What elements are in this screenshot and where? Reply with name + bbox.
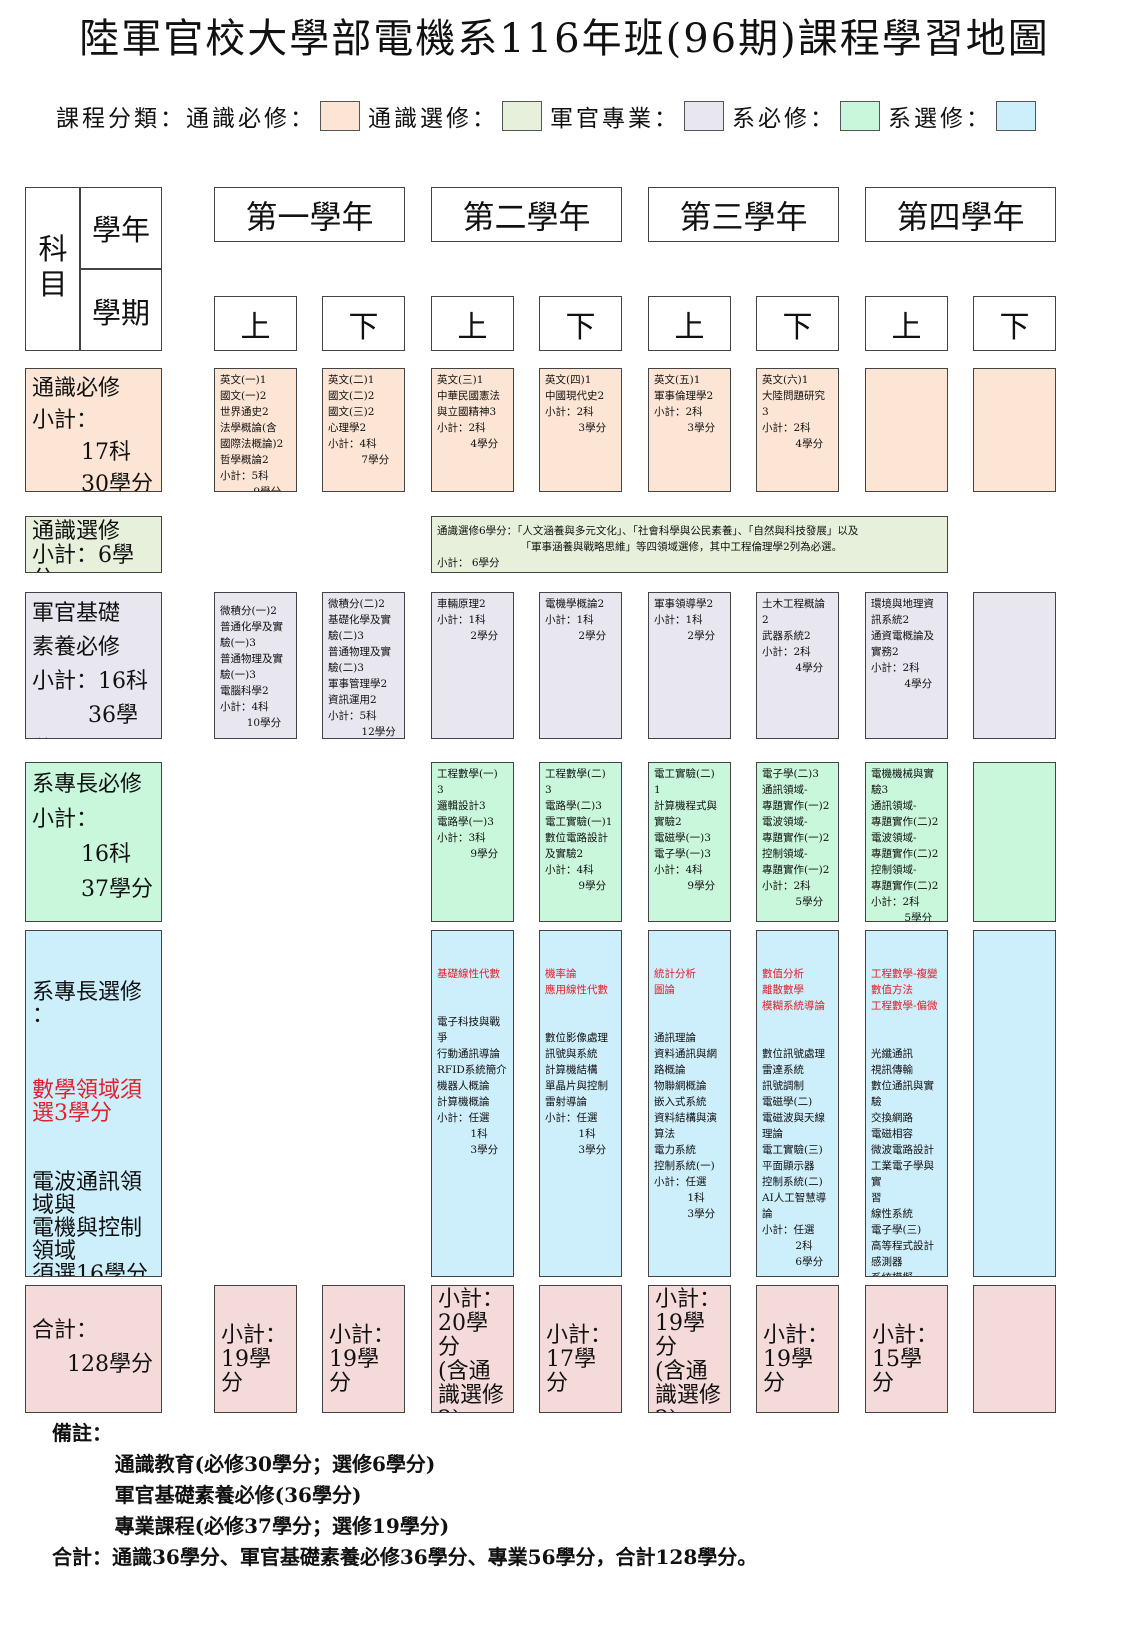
legend: 課程分類： 通識必修： 通識選修： 軍官專業： 系必修： 系選修： (56, 96, 1044, 136)
course-cell-ge-required: 英文(六)1 大陸問題研究 3 小計：2科 4學分 (756, 368, 839, 492)
dept-elective-label-bottom: 電波通訊領 域與 電機與控制 領域 須選16學分 小計： 19學分 (32, 1170, 148, 1277)
semester-total-cell: 小計： 19學分 (214, 1285, 297, 1413)
electives-list: 光纖通訊 視訊傳輸 數位通訊與實 驗 交換網路 電磁相容 微波電路設計 工業電子… (871, 1048, 934, 1276)
math-electives: 數值分析 離散數學 模糊系統導論 (762, 968, 825, 1012)
course-cell-ge-required (865, 368, 948, 492)
course-cell-military: 電機學概論2 小計：1科 2學分 (539, 592, 622, 739)
year-header-2: 第二學年 (431, 187, 622, 242)
course-cell-dept-elective: 工程數學-複變 數值方法 工程數學-偏微 光纖通訊 視訊傳輸 數位通訊與實 驗 … (865, 930, 948, 1277)
corner-year: 學年 (91, 213, 150, 247)
math-electives: 工程數學-複變 數值方法 工程數學-偏微 (871, 968, 938, 1012)
corner-divider-h (79, 268, 162, 270)
course-cell-military: 環境與地理資 訊系統2 通資電概論及 實務2 小計：2科 4學分 (865, 592, 948, 739)
course-cell-dept-elective: 機率論 應用線性代數 數位影像處理 訊號與系統 計算機結構 單晶片與控制 雷射導… (539, 930, 622, 1277)
semester-total-cell: 小計： 19學分 (756, 1285, 839, 1413)
course-cell-dept-required: 電子學(二)3 通訊領域- 專題實作(一)2 電波領域- 專題實作(一)2 控制… (756, 762, 839, 922)
course-cell-military: 軍事領導學2 小計：1科 2學分 (648, 592, 731, 739)
course-cell-military: 土木工程概論 2 武器系統2 小計：2科 4學分 (756, 592, 839, 739)
legend-label-dept-elective: 系選修： (888, 106, 992, 132)
legend-label-dept-required: 系必修： (732, 106, 836, 132)
legend-swatch-dept-required (840, 101, 880, 131)
course-cell-ge-required: 英文(二)1 國文(二)2 國文(三)2 心理學2 小計：4科 7學分 (322, 368, 405, 492)
semester-header: 上 (431, 296, 514, 351)
course-cell-military (973, 592, 1056, 739)
course-cell-dept-elective: 統計分析 圖論 通訊理論 資料通訊與網 路概論 物聯網概論 嵌入式系統 資料結構… (648, 930, 731, 1277)
course-cell-dept-required: 工程數學(二) 3 電路學(二)3 電工實驗(一)1 數位電路設計 及實驗2 小… (539, 762, 622, 922)
electives-list: 數位訊號處理 雷達系統 訊號調制 電磁學(二) 電磁波與天線 理論 電工實驗(三… (762, 1048, 827, 1268)
notes: 備註： 通識教育(必修30學分；選修6學分) 軍官基礎素養必修(36學分) 專業… (52, 1421, 758, 1569)
semester-total-cell: 小計： 19學分 (322, 1285, 405, 1413)
row-label-dept-required: 系專長必修 小計： 16科 37學分 (25, 762, 162, 922)
row-label-ge-required: 通識必修 小計： 17科 30學分 (25, 368, 162, 492)
row-label-total: 合計： 128學分 (25, 1285, 162, 1413)
course-cell-ge-required: 英文(四)1 中國現代史2 小計：2科 3學分 (539, 368, 622, 492)
corner-subject: 科 目 (38, 232, 68, 301)
course-cell-ge-required: 英文(三)1 中華民國憲法 與立國精神3 小計：2科 4學分 (431, 368, 514, 492)
year-header-1: 第一學年 (214, 187, 405, 242)
course-cell-ge-required: 英文(五)1 軍事倫理學2 小計：2科 3學分 (648, 368, 731, 492)
semester-header: 下 (756, 296, 839, 351)
semester-header: 上 (214, 296, 297, 351)
semester-header: 下 (973, 296, 1056, 351)
math-electives: 統計分析 圖論 (654, 968, 696, 996)
math-electives: 機率論 應用線性代數 (545, 968, 608, 996)
legend-swatch-military (684, 101, 724, 131)
legend-label-military: 軍官專業： (550, 106, 680, 132)
course-cell-ge-required: 英文(一)1 國文(一)2 世界通史2 法學概論(含 國際法概論)2 哲學概論2… (214, 368, 297, 492)
semester-total-cell (973, 1285, 1056, 1413)
course-cell-dept-elective (973, 930, 1056, 1277)
math-electives: 基礎線性代數 (437, 968, 500, 980)
semester-total-cell: 小計： 15學分 (865, 1285, 948, 1413)
course-cell-ge-required (973, 368, 1056, 492)
course-cell-military: 微積分(二)2 基礎化學及實 驗(二)3 普通物理及實 驗(二)3 軍事管理學2… (322, 592, 405, 739)
electives-list: 電子科技與戰 爭 行動通訊導論 RFID系統簡介 機器人概論 計算機概論 小計：… (437, 1016, 507, 1156)
year-header-4: 第四學年 (865, 187, 1056, 242)
course-cell-dept-elective: 基礎線性代數 電子科技與戰 爭 行動通訊導論 RFID系統簡介 機器人概論 計算… (431, 930, 514, 1277)
semester-header: 下 (539, 296, 622, 351)
row-label-dept-elective: 系專長選修 ： 數學領域須 選3學分 電波通訊領 域與 電機與控制 領域 須選1… (25, 930, 162, 1277)
legend-label-ge-elective: 通識選修： (368, 106, 498, 132)
row-label-military: 軍官基礎 素養必修 小計：16科 36學分 (25, 592, 162, 739)
legend-label-ge-required: 通識必修： (186, 106, 316, 132)
course-cell-dept-required: 電機機械與實 驗3 通訊領域- 專題實作(二)2 電波領域- 專題實作(二)2 … (865, 762, 948, 922)
legend-prefix: 課程分類： (56, 106, 186, 132)
semester-total-cell: 小計： 17學分 (539, 1285, 622, 1413)
course-cell-military: 車輛原理2 小計：1科 2學分 (431, 592, 514, 739)
course-cell-dept-required (973, 762, 1056, 922)
row-label-ge-elective: 通識選修 小計：6學分 (25, 516, 162, 573)
course-cell-dept-required: 工程數學(一) 3 邏輯設計3 電路學(一)3 小計：3科 9學分 (431, 762, 514, 922)
semester-total-cell: 小計： 19學分 (含通 識選修 2) (648, 1285, 731, 1413)
electives-list: 數位影像處理 訊號與系統 計算機結構 單晶片與控制 雷射導論 小計：任選 1科 … (545, 1032, 608, 1156)
page-title: 陸軍官校大學部電機系116年班(96期)課程學習地圖 (79, 16, 1050, 62)
corner-semester: 學期 (91, 296, 150, 330)
semester-header: 上 (648, 296, 731, 351)
ge-elective-cell: 通識選修6學分：「人文涵養與多元文化」、「社會科學與公民素養」、「自然與科技發展… (431, 516, 948, 573)
semester-header: 上 (865, 296, 948, 351)
course-cell-military: 微積分(一)2 普通化學及實 驗(一)3 普通物理及實 驗(一)3 電腦科學2 … (214, 592, 297, 739)
course-cell-dept-elective: 數值分析 離散數學 模糊系統導論 數位訊號處理 雷達系統 訊號調制 電磁學(二)… (756, 930, 839, 1277)
semester-header: 下 (322, 296, 405, 351)
legend-swatch-ge-required (320, 101, 360, 131)
legend-swatch-dept-elective (996, 101, 1036, 131)
course-cell-dept-required: 電工實驗(二) 1 計算機程式與 實驗2 電磁學(一)3 電子學(一)3 小計：… (648, 762, 731, 922)
year-header-3: 第三學年 (648, 187, 839, 242)
semester-total-cell: 小計： 20學分 (含通 識選修 2) (431, 1285, 514, 1413)
dept-elective-label-top: 系專長選修 ： (32, 980, 143, 1028)
electives-list: 通訊理論 資料通訊與網 路概論 物聯網概論 嵌入式系統 資料結構與演 算法 電力… (654, 1032, 717, 1220)
dept-elective-label-math: 數學領域須 選3學分 (32, 1078, 143, 1126)
legend-swatch-ge-elective (502, 101, 542, 131)
